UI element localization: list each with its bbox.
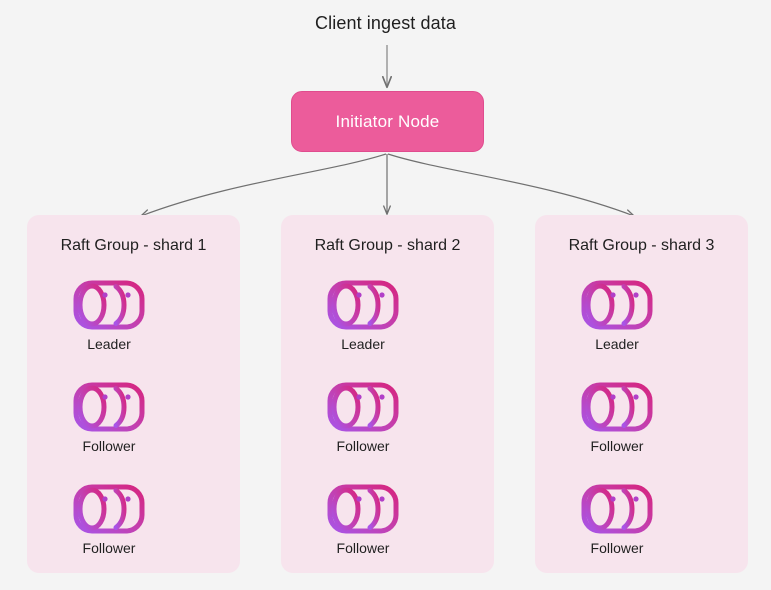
raft-node-follower-1[interactable]: Follower	[49, 380, 169, 455]
raft-node-follower-2[interactable]: Follower	[303, 482, 423, 557]
raft-node-label: Follower	[336, 438, 390, 454]
raft-node-follower-2[interactable]: Follower	[557, 482, 677, 557]
raft-node-follower-1[interactable]: Follower	[303, 380, 423, 455]
database-cylinder-icon	[73, 280, 145, 330]
diagram-heading: Client ingest data	[315, 13, 456, 33]
database-cylinder-icon	[73, 484, 145, 534]
raft-group-title: Raft Group - shard 1	[60, 237, 207, 254]
initiator-node-label: Initiator Node	[335, 111, 440, 131]
raft-group-card-shard-2[interactable]: Raft Group - shard 2 Leader	[281, 215, 494, 573]
raft-node-label: Follower	[82, 438, 136, 454]
database-cylinder-icon	[73, 382, 145, 432]
raft-node-follower-1[interactable]: Follower	[557, 380, 677, 455]
database-cylinder-icon	[581, 382, 653, 432]
database-cylinder-icon	[327, 280, 399, 330]
raft-node-leader[interactable]: Leader	[303, 278, 423, 353]
database-cylinder-icon	[327, 484, 399, 534]
raft-node-label: Follower	[590, 540, 644, 556]
database-cylinder-icon	[581, 280, 653, 330]
raft-node-leader[interactable]: Leader	[557, 278, 677, 353]
database-cylinder-icon	[327, 382, 399, 432]
raft-node-label: Leader	[595, 336, 639, 352]
edge-initiator-to-shard-1	[141, 153, 387, 216]
raft-group-title: Raft Group - shard 3	[568, 237, 715, 254]
raft-group-title: Raft Group - shard 2	[314, 237, 461, 254]
raft-node-label: Leader	[87, 336, 131, 352]
database-cylinder-icon	[581, 484, 653, 534]
raft-node-follower-2[interactable]: Follower	[49, 482, 169, 557]
raft-node-label: Leader	[341, 336, 385, 352]
raft-node-label: Follower	[82, 540, 136, 556]
raft-node-label: Follower	[336, 540, 390, 556]
raft-group-card-shard-1[interactable]: Raft Group - shard 1 Leade	[27, 215, 240, 573]
raft-node-label: Follower	[590, 438, 644, 454]
edge-initiator-to-shard-3	[387, 153, 634, 216]
initiator-node[interactable]: Initiator Node	[291, 91, 484, 152]
raft-node-leader[interactable]: Leader	[49, 278, 169, 353]
raft-group-card-shard-3[interactable]: Raft Group - shard 3 Leader	[535, 215, 748, 573]
